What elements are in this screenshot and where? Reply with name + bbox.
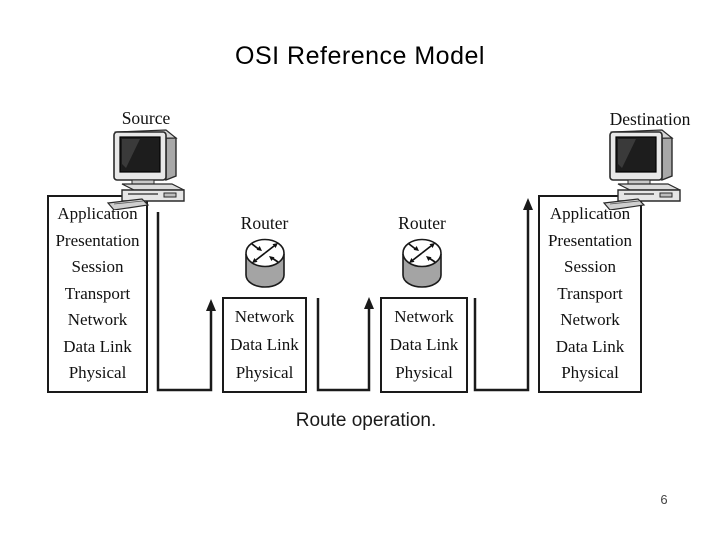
layer-row: Presentation [547,230,633,250]
desktop-computer-icon [106,129,185,210]
arrow-up-icon [364,297,374,309]
connector-router2-to-destination [473,198,533,392]
layer-row: Data Link [230,334,299,354]
layer-row: Physical [68,363,127,383]
layer-row: Transport [557,283,623,303]
layer-row: Data Link [555,336,625,356]
router1-label: Router [240,213,289,233]
layer-row: Transport [64,283,131,303]
router-icon [402,238,442,288]
layer-row: Physical [561,363,619,383]
slide-title: OSI Reference Model [235,42,485,70]
figure-caption: Route operation. [295,410,437,431]
destination-stack: Application Presentation Session Transpo… [538,195,642,393]
layer-row: Session [564,257,616,277]
layer-row: Data Link [389,334,459,354]
router1-stack: Network Data Link Physical [222,297,307,393]
layer-row: Network [394,306,454,326]
desktop-computer-icon [602,129,681,210]
router2-label: Router [398,213,446,233]
layer-row: Session [71,257,124,277]
arrow-up-icon [206,299,216,311]
layer-row: Physical [235,362,294,382]
connector-router1-to-router2 [316,297,374,392]
layer-row: Presentation [55,230,140,250]
layer-row: Physical [395,362,453,382]
layer-row: Network [234,306,295,326]
source-label: Source [121,108,171,128]
page-number: 6 [660,492,668,507]
arrow-up-icon [523,198,533,210]
keyboard [106,198,150,210]
router-icon [245,238,285,288]
source-stack: Application Presentation Session Transpo… [47,195,148,393]
destination-label: Destination [609,109,691,129]
connector-source-to-router1 [156,212,216,392]
layer-row: Network [67,310,128,330]
layer-row: Data Link [63,336,132,356]
router2-stack: Network Data Link Physical [380,297,468,393]
keyboard [602,198,646,210]
layer-row: Network [560,310,620,330]
